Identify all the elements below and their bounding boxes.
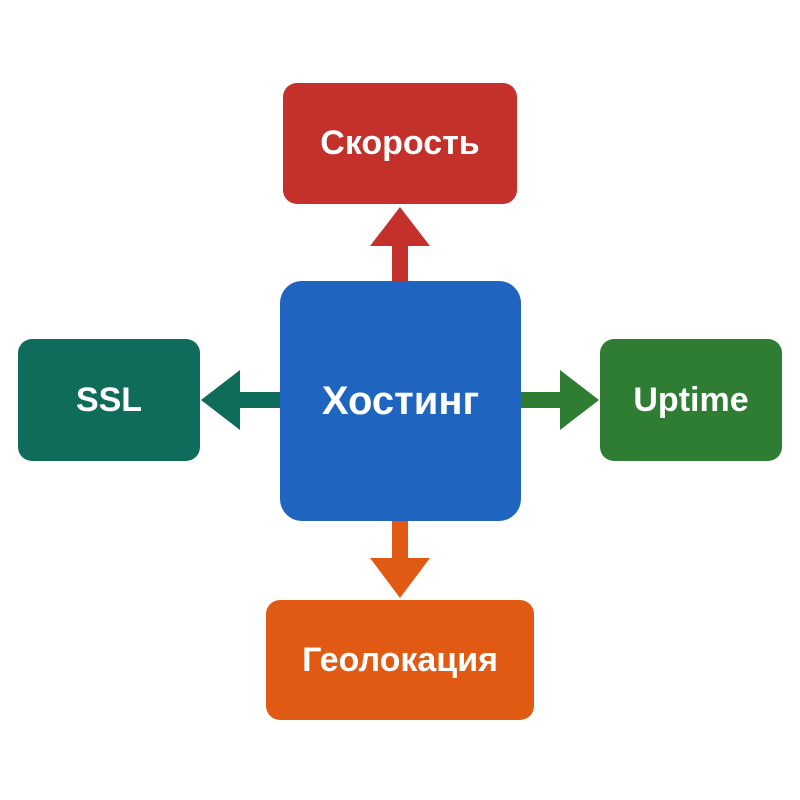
arrow-right bbox=[520, 370, 599, 430]
node-ssl: SSL bbox=[18, 339, 200, 461]
arrow-down bbox=[370, 520, 430, 598]
node-ssl-label: SSL bbox=[75, 380, 143, 419]
arrow-up bbox=[370, 207, 430, 282]
arrow-left bbox=[201, 370, 281, 430]
node-speed: Скорость bbox=[283, 83, 517, 204]
node-speed-label: Скорость bbox=[320, 124, 480, 162]
node-hosting-label: Хостинг bbox=[321, 378, 480, 423]
node-uptime: Uptime bbox=[600, 339, 782, 461]
node-hosting: Хостинг bbox=[280, 281, 521, 521]
node-geolocation: Геолокация bbox=[266, 600, 534, 720]
node-geolocation-label: Геолокация bbox=[302, 640, 498, 679]
node-uptime-label: Uptime bbox=[633, 380, 749, 419]
